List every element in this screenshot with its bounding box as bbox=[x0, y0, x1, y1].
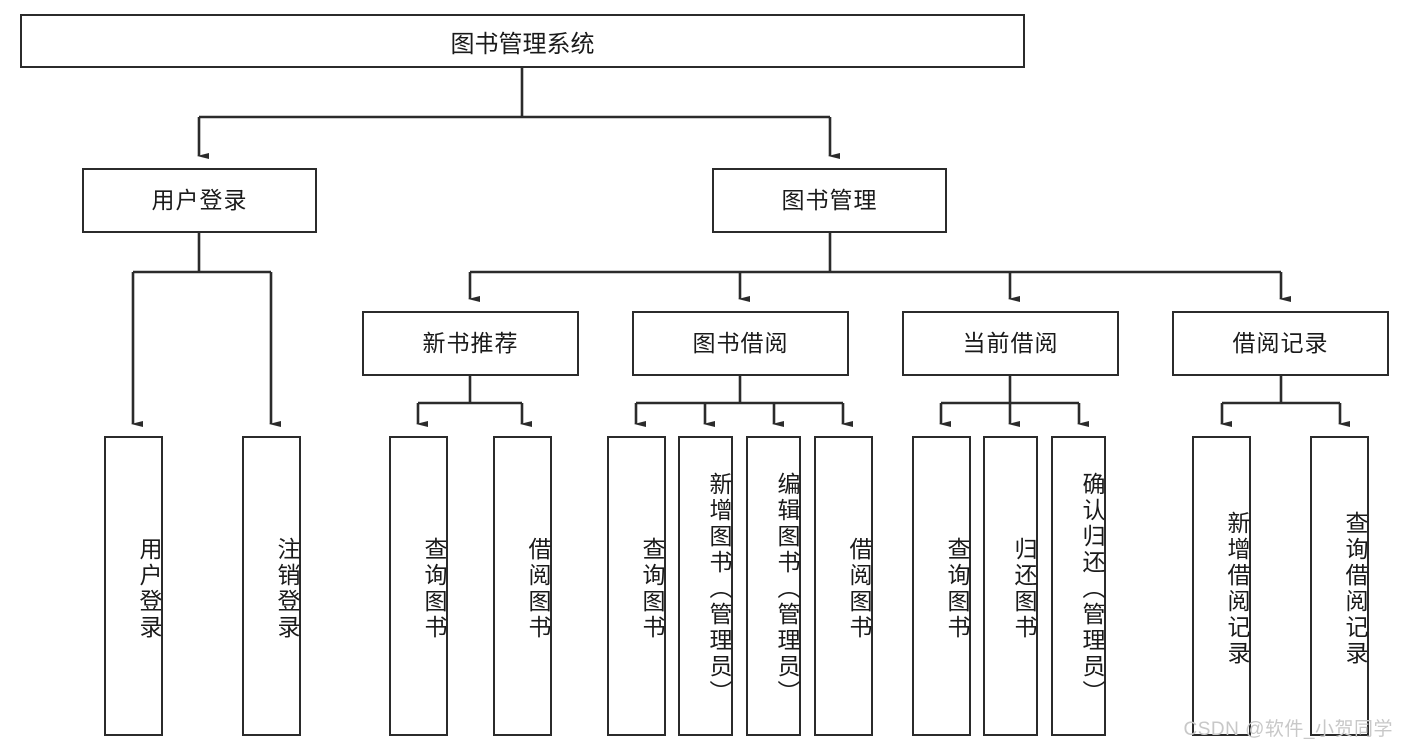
leaf-label: 查询图书 bbox=[944, 537, 970, 641]
leaf-current-return-book[interactable]: 归还图书 bbox=[983, 436, 1038, 736]
leaf-label: 新增借阅记录 bbox=[1224, 511, 1250, 667]
leaf-label: 编辑图书（管理员） bbox=[774, 472, 800, 706]
node-book-management-label: 图书管理 bbox=[781, 186, 878, 213]
leaf-label: 借阅图书 bbox=[525, 537, 551, 641]
leaf-user-login-login[interactable]: 用户登录 bbox=[104, 436, 163, 736]
leaf-record-query[interactable]: 查询借阅记录 bbox=[1310, 436, 1369, 736]
leaf-record-add[interactable]: 新增借阅记录 bbox=[1192, 436, 1251, 736]
leaf-borrow-add-book[interactable]: 新增图书（管理员） bbox=[678, 436, 733, 736]
node-borrow-record-label: 借阅记录 bbox=[1232, 329, 1329, 356]
node-new-book-recommend[interactable]: 新书推荐 bbox=[362, 311, 579, 376]
leaf-label: 用户登录 bbox=[136, 537, 162, 641]
node-book-borrow[interactable]: 图书借阅 bbox=[632, 311, 849, 376]
node-new-book-recommend-label: 新书推荐 bbox=[422, 329, 519, 356]
leaf-label: 查询图书 bbox=[421, 537, 447, 641]
leaf-label: 查询图书 bbox=[639, 537, 665, 641]
node-current-borrow[interactable]: 当前借阅 bbox=[902, 311, 1119, 376]
leaf-label: 注销登录 bbox=[274, 537, 300, 641]
leaf-borrow-query-book[interactable]: 查询图书 bbox=[607, 436, 666, 736]
node-user-login[interactable]: 用户登录 bbox=[82, 168, 317, 233]
node-root-system[interactable]: 图书管理系统 bbox=[20, 14, 1025, 68]
node-book-borrow-label: 图书借阅 bbox=[692, 329, 789, 356]
leaf-label: 新增图书（管理员） bbox=[706, 472, 732, 706]
node-user-login-label: 用户登录 bbox=[151, 186, 248, 213]
node-book-management[interactable]: 图书管理 bbox=[712, 168, 947, 233]
leaf-label: 确认归还（管理员） bbox=[1079, 472, 1105, 706]
leaf-new-book-query[interactable]: 查询图书 bbox=[389, 436, 448, 736]
leaf-current-confirm-return[interactable]: 确认归还（管理员） bbox=[1051, 436, 1106, 736]
leaf-borrow-edit-book[interactable]: 编辑图书（管理员） bbox=[746, 436, 801, 736]
node-current-borrow-label: 当前借阅 bbox=[962, 329, 1059, 356]
leaf-new-book-borrow[interactable]: 借阅图书 bbox=[493, 436, 552, 736]
node-root-label: 图书管理系统 bbox=[450, 30, 595, 58]
leaf-label: 查询借阅记录 bbox=[1342, 511, 1368, 667]
leaf-user-login-logout[interactable]: 注销登录 bbox=[242, 436, 301, 736]
leaf-label: 借阅图书 bbox=[846, 537, 872, 641]
leaf-label: 归还图书 bbox=[1011, 537, 1037, 641]
node-borrow-record[interactable]: 借阅记录 bbox=[1172, 311, 1389, 376]
watermark: CSDN @软件_小贺同学 bbox=[1183, 719, 1393, 740]
leaf-current-query-book[interactable]: 查询图书 bbox=[912, 436, 971, 736]
leaf-borrow-borrow-book[interactable]: 借阅图书 bbox=[814, 436, 873, 736]
